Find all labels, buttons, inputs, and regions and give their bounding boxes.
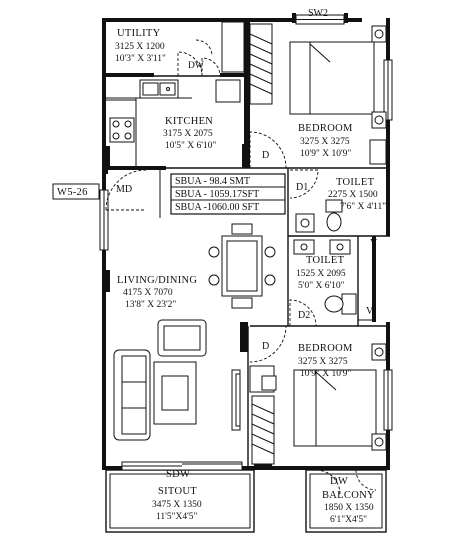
d2-door-tag: D2 xyxy=(298,310,310,321)
living-dim-ft: 13'8" X 23'2" xyxy=(125,300,176,310)
sdw-tag: SDW xyxy=(166,469,190,480)
room-labels: UTILITY 3125 X 1200 10'3" X 3'11" DW KIT… xyxy=(115,28,386,525)
bedroom2-dim-mm: 3275 X 3275 xyxy=(298,357,348,367)
balcony-name: BALCONY xyxy=(322,490,375,501)
sw2-tag: SW2 xyxy=(308,8,328,19)
door-tags: MD D D1 D2 D SDW DW SW2 V V xyxy=(116,8,378,487)
unit-tag: W5-26 xyxy=(52,183,100,200)
vent-tag-1: V xyxy=(370,238,378,249)
toilet1-fixtures xyxy=(295,199,343,233)
internal-walls xyxy=(102,18,390,470)
living-furniture xyxy=(113,319,241,441)
utility-fixtures xyxy=(221,21,245,73)
bedroom1-furniture xyxy=(249,23,387,165)
kitchen-name: KITCHEN xyxy=(165,116,213,127)
utility-dim-mm: 3125 X 1200 xyxy=(115,42,165,52)
area-line-3: SBUA -1060.00 SFT xyxy=(175,202,259,213)
utility-dim-ft: 10'3" X 3'11" xyxy=(115,54,166,64)
area-line-2: SBUA - 1059.17SFT xyxy=(175,189,259,200)
utility-dw-tag: DW xyxy=(188,61,204,71)
main-door-tag: MD xyxy=(116,184,132,195)
balcony-dim-mm: 1850 X 1350 xyxy=(324,503,374,513)
sitout-dim-mm: 3475 X 1350 xyxy=(152,500,202,510)
area-box: SBUA - 98.4 SMT SBUA - 1059.17SFT SBUA -… xyxy=(170,173,286,215)
toilet1-dim-mm: 2275 X 1500 xyxy=(328,190,378,200)
toilet2-dim-ft: 5'0" X 6'10" xyxy=(298,281,345,291)
sitout-name: SITOUT xyxy=(158,486,197,497)
bedroom1-name: BEDROOM xyxy=(298,123,353,134)
toilet1-dim-ft: 7'6" X 4'11" xyxy=(340,202,386,212)
sitout-dim-ft: 11'5"X4'5" xyxy=(156,512,198,522)
d1-door-tag: D1 xyxy=(296,182,308,193)
balcony-dw-tag: DW xyxy=(330,476,348,487)
dining-set xyxy=(208,223,276,309)
area-line-1: SBUA - 98.4 SMT xyxy=(175,176,250,187)
bedroom2-door-tag: D xyxy=(262,341,269,352)
vent-tag-2: V xyxy=(366,306,374,317)
living-name: LIVING/DINING xyxy=(117,275,197,286)
toilet1-name: TOILET xyxy=(336,177,375,188)
windows xyxy=(99,13,393,431)
bedroom1-dim-mm: 3275 X 3275 xyxy=(300,137,350,147)
unit-tag-label: W5-26 xyxy=(57,187,88,198)
balcony-area xyxy=(305,469,387,533)
kitchen-counter xyxy=(106,79,241,166)
bedroom2-name: BEDROOM xyxy=(298,343,353,354)
kitchen-dim-mm: 3175 X 2075 xyxy=(163,129,213,139)
sitout-area xyxy=(105,461,272,533)
bedroom1-door-tag: D xyxy=(262,150,269,161)
bedroom2-furniture xyxy=(249,343,387,465)
toilet2-dim-mm: 1525 X 2095 xyxy=(296,269,346,279)
utility-name: UTILITY xyxy=(117,28,161,39)
doors xyxy=(102,39,377,495)
toilet2-fixtures xyxy=(293,239,357,315)
kitchen-dim-ft: 10'5" X 6'10" xyxy=(165,141,216,151)
balcony-dim-ft: 6'1"X4'5" xyxy=(330,515,367,525)
bedroom2-dim-ft: 10'9" X 10'9" xyxy=(300,369,351,379)
bedroom1-dim-ft: 10'9" X 10'9" xyxy=(300,149,351,159)
living-dim-mm: 4175 X 7070 xyxy=(123,288,173,298)
toilet2-name: TOILET xyxy=(306,255,345,266)
